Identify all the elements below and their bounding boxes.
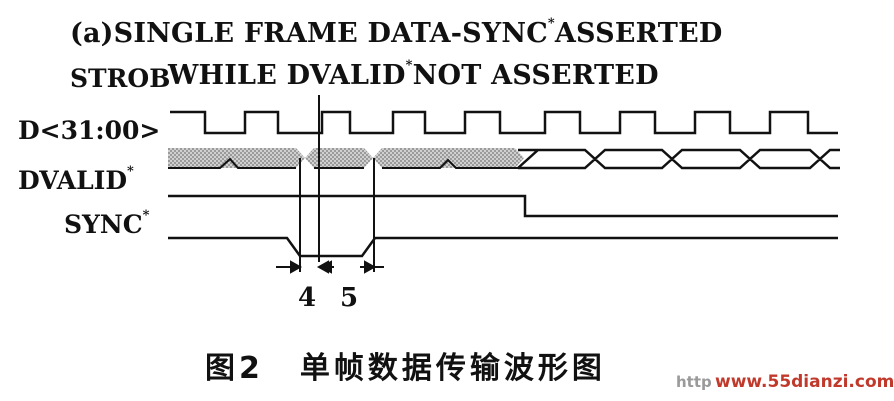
dvalid-waveform [168,194,838,218]
data-bus-valid-eyes [517,148,840,170]
sync-waveform [168,236,838,258]
timing-arrow-5 [319,260,384,274]
signal-label-strob: STROB [70,64,171,93]
timing-waveforms [168,95,840,274]
data-bus-invalid-region [168,148,524,168]
strob-waveform [170,110,838,135]
figure-number: 图2 [205,351,264,386]
diagram-title-line2: WHILE DVALID*NOT ASSERTED [168,58,659,91]
signal-label-data-bus: D<31:00> [18,116,161,145]
figure-page: (a)SINGLE FRAME DATA-SYNC*ASSERTED WHILE… [18,16,894,391]
signal-label-dvalid: DVALID* [18,164,134,195]
watermark-url: www.55dianzi.com [715,372,894,392]
figure-caption: 图2 单帧数据传输波形图 [205,354,606,384]
watermark-prefix: http [676,373,712,391]
timing-label-4: 4 [298,283,317,313]
signal-label-sync: SYNC* [64,208,150,239]
timing-label-5: 5 [340,283,359,313]
diagram-title-line1: (a)SINGLE FRAME DATA-SYNC*ASSERTED [70,16,723,49]
figure-caption-text: 单帧数据传输波形图 [299,351,606,386]
